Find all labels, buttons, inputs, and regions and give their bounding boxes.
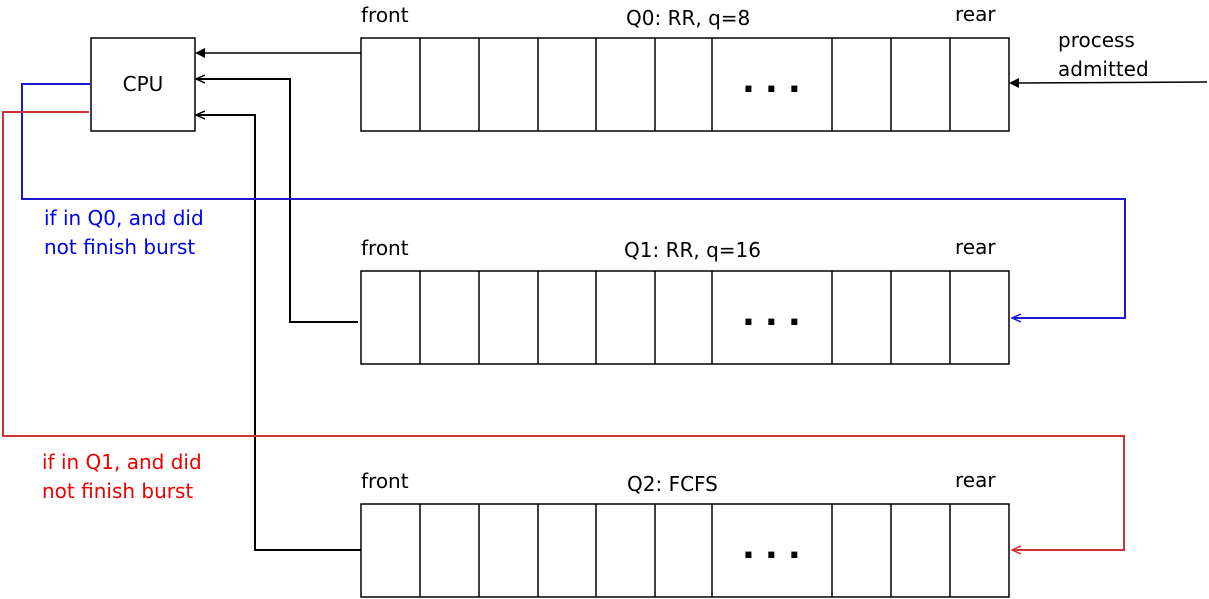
q1-demotion-arrow: [2, 111, 1125, 550]
queue-q1-front-label: front: [361, 236, 409, 260]
queue-q2-rear-label: rear: [955, 468, 996, 492]
queue-q2-title: Q2: FCFS: [627, 472, 718, 496]
queue-q0-rear-label: rear: [955, 2, 996, 26]
queue-q2-front-label: front: [361, 469, 409, 493]
cpu-label: CPU: [123, 72, 164, 96]
q1-demotion-note-line1: if in Q1, and did: [42, 450, 202, 474]
q1-dispatch-arrow: [197, 79, 358, 323]
admission-arrow: [1009, 77, 1208, 88]
queue-q0-slot-dividers: [419, 38, 951, 131]
q0-demotion-note-line1: if in Q0, and did: [44, 206, 204, 230]
queue-q0: front Q0: RR, q=8 rear ...: [360, 2, 1010, 132]
q0-demotion-arrow: [21, 83, 1126, 318]
queue-q1-body: [360, 270, 1010, 365]
queue-q1-slot-dividers: [419, 271, 951, 364]
queue-q2: front Q2: FCFS rear ...: [360, 468, 1010, 598]
queue-q2-slot-dividers: [419, 504, 951, 597]
admission-label-line2: admitted: [1058, 57, 1149, 81]
queue-q1-rear-label: rear: [955, 235, 996, 259]
q1-demotion-note-line2: not finish burst: [42, 479, 193, 503]
queue-q1-ellipsis: ...: [742, 294, 811, 334]
queue-q0-front-label: front: [361, 3, 409, 27]
q0-demotion-note-line2: not finish burst: [44, 235, 195, 259]
q2-dispatch-arrow: [197, 115, 361, 551]
queue-q2-body: [360, 503, 1010, 598]
queue-q1-title: Q1: RR, q=16: [624, 238, 761, 262]
admission-label-line1: process: [1058, 28, 1135, 52]
queue-q0-title: Q0: RR, q=8: [626, 6, 750, 30]
queue-q1: front Q1: RR, q=16 rear ...: [360, 235, 1010, 365]
cpu-box: CPU: [90, 37, 196, 132]
queue-q0-ellipsis: ...: [742, 61, 811, 101]
queue-q0-body: [360, 37, 1010, 132]
queue-q2-ellipsis: ...: [742, 527, 811, 567]
